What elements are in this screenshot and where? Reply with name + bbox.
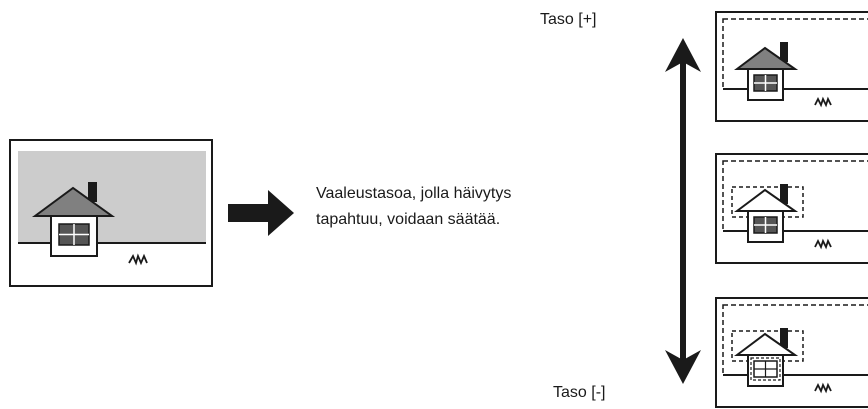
result-thumbnail-level-plus [715,11,868,123]
chimney [88,182,97,202]
source-image [9,139,213,287]
grass-icon [814,238,832,250]
vertical-double-arrow-icon [663,38,703,384]
right-arrow-icon [228,190,294,236]
sky-area [18,151,206,243]
grass-icon [128,253,148,266]
fade-area-outline [722,304,868,376]
level-minus-label: Taso [-] [553,384,606,401]
house-icon [31,182,116,257]
level-plus-label: Taso [+] [540,11,597,28]
caption-line-1: Vaaleustasoa, jolla häivytys [316,185,512,202]
window-fade-outline [750,357,781,381]
fade-area-outline [722,160,868,232]
caption-line-2: tapahtuu, voidaan säätää. [316,211,501,228]
result-thumbnail-level-minus [715,297,868,409]
grass-icon [814,96,832,108]
house-icon [734,42,799,101]
result-thumbnail-level-mid [715,153,868,265]
house-icon [731,184,804,243]
grass-icon [814,382,832,394]
fade-area-outline [722,18,868,90]
house-icon [731,328,804,387]
